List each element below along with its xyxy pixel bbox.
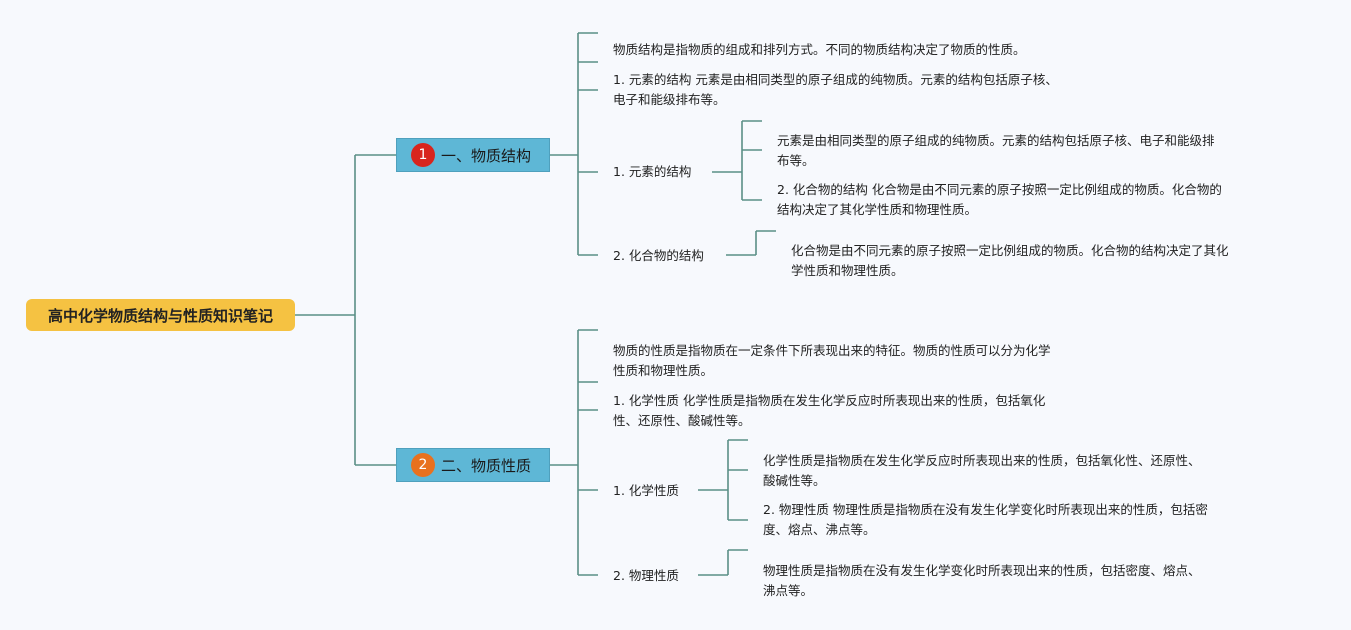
leaf-node[interactable]: 物质的性质是指物质在一定条件下所表现出来的特征。物质的性质可以分为化学 性质和物… (613, 343, 1051, 378)
root-node[interactable]: 高中化学物质结构与性质知识笔记 (26, 299, 295, 331)
branch-node-properties[interactable]: 2 二、物质性质 (396, 448, 550, 482)
number-badge: 1 (411, 143, 435, 167)
leaf-node-physical-properties[interactable]: 2. 物理性质 (613, 568, 679, 583)
leaf-node-chemical-properties[interactable]: 1. 化学性质 (613, 483, 679, 498)
leaf-node[interactable]: 化合物是由不同元素的原子按照一定比例组成的物质。化合物的结构决定了其化 学性质和… (791, 243, 1229, 278)
branch-label: 二、物质性质 (441, 456, 532, 475)
leaf-node[interactable]: 元素是由相同类型的原子组成的纯物质。元素的结构包括原子核、电子和能级排 布等。 (777, 133, 1215, 168)
leaf-node-element-structure[interactable]: 1. 元素的结构 (613, 164, 692, 179)
leaf-node[interactable]: 化学性质是指物质在发生化学反应时所表现出来的性质，包括氧化性、还原性、 酸碱性等… (763, 453, 1201, 488)
leaf-node[interactable]: 1. 元素的结构 元素是由相同类型的原子组成的纯物质。元素的结构包括原子核、 电… (613, 72, 1058, 107)
leaf-node-compound-structure[interactable]: 2. 化合物的结构 (613, 248, 704, 263)
branch-node-structure[interactable]: 1 一、物质结构 (396, 138, 550, 172)
number-badge: 2 (411, 453, 435, 477)
branch-label: 一、物质结构 (441, 146, 532, 165)
leaf-node[interactable]: 2. 物理性质 物理性质是指物质在没有发生化学变化时所表现出来的性质，包括密 度… (763, 502, 1208, 537)
leaf-node[interactable]: 物理性质是指物质在没有发生化学变化时所表现出来的性质，包括密度、熔点、 沸点等。 (763, 563, 1201, 598)
leaf-node[interactable]: 物质结构是指物质的组成和排列方式。不同的物质结构决定了物质的性质。 (613, 42, 1026, 57)
root-title: 高中化学物质结构与性质知识笔记 (47, 306, 273, 325)
leaf-node[interactable]: 1. 化学性质 化学性质是指物质在发生化学反应时所表现出来的性质，包括氧化 性、… (613, 393, 1046, 428)
leaf-node[interactable]: 2. 化合物的结构 化合物是由不同元素的原子按照一定比例组成的物质。化合物的 结… (777, 182, 1222, 217)
